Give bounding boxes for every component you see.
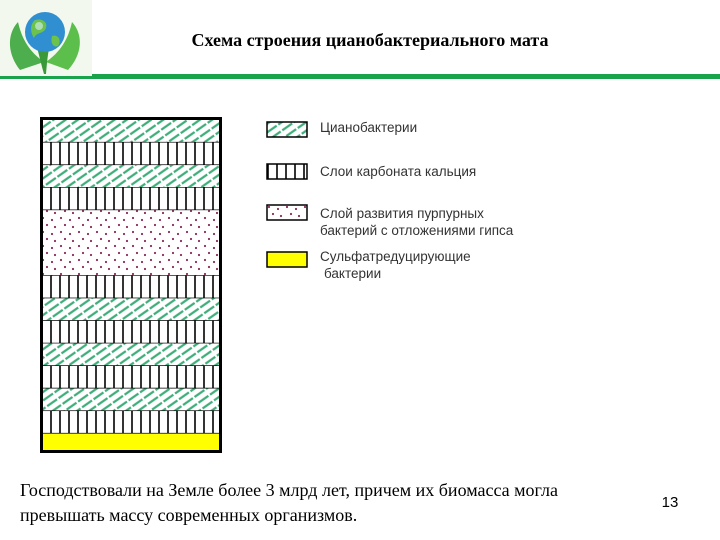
page-title: Схема строения цианобактериального мата xyxy=(191,30,549,50)
mat-layer-diagonal xyxy=(43,165,219,188)
mat-diagram xyxy=(40,117,222,453)
mat-layer-dots xyxy=(43,210,219,276)
mat-layer-vertical xyxy=(43,142,219,166)
mat-layer-vertical xyxy=(43,365,219,389)
header-divider-left xyxy=(0,76,92,79)
mat-layer-diagonal xyxy=(43,120,219,143)
legend-swatch-vertical xyxy=(266,163,308,180)
legend-swatch-diagonal xyxy=(266,121,308,138)
mat-border xyxy=(40,117,222,453)
mat-layer-yellow xyxy=(43,433,219,450)
mat-layer-vertical xyxy=(43,275,219,299)
legend-label-diagonal: Цианобактерии xyxy=(320,120,418,135)
mat-layer-vertical xyxy=(43,320,219,344)
logo xyxy=(0,0,92,78)
legend-swatch-yellow xyxy=(266,251,308,268)
legend-label-vertical: Слои карбоната кальция xyxy=(320,164,477,179)
mat-layer-vertical xyxy=(43,411,219,434)
header-divider xyxy=(92,74,720,79)
mat-layer-vertical xyxy=(43,187,219,211)
mat-layer-diagonal xyxy=(43,298,219,321)
mat-layer-diagonal xyxy=(43,343,219,366)
mat-layer-diagonal xyxy=(43,388,219,412)
caption-text: Господствовали на Земле более 3 млрд лет… xyxy=(20,480,558,525)
globe-leaves-icon xyxy=(0,0,92,78)
legend-swatch-dots xyxy=(266,204,308,221)
page-number: 13 xyxy=(661,494,679,511)
